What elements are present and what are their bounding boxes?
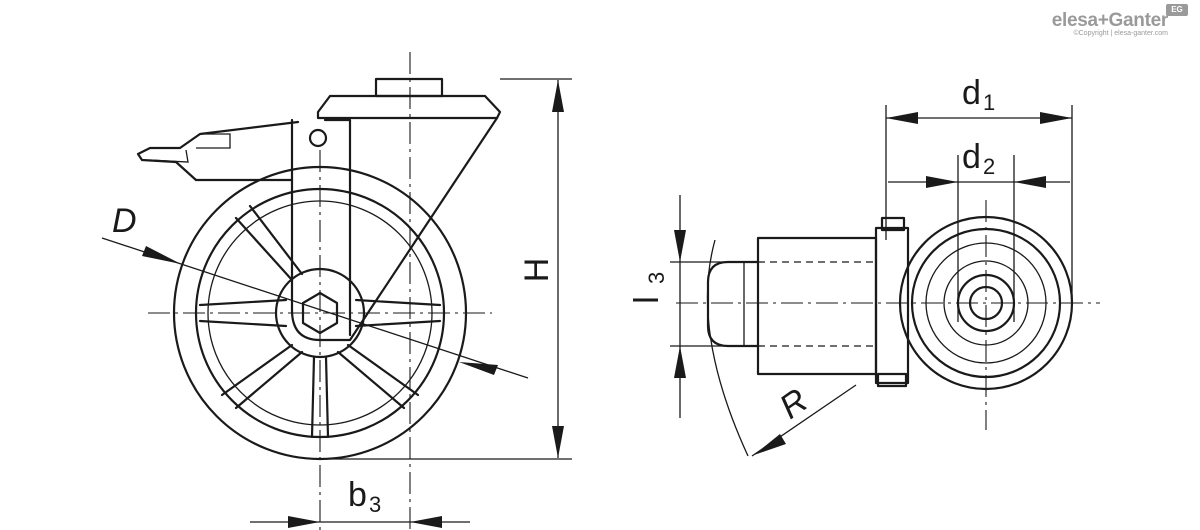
brake-pivot [308,128,328,148]
brake-lever [136,120,300,182]
dimension-D: D [101,202,529,379]
wheel-spokes [198,204,442,439]
label-D: D [112,202,137,240]
brand-copyright: ©Copyright | elesa-ganter.com [1073,30,1168,37]
bolt-bottom [876,372,908,388]
caster-side-view [136,77,502,461]
bolt-hole-boss [374,77,444,98]
bolt-top [880,216,906,232]
brake-pedal [149,149,189,163]
fork-plate [323,118,352,337]
dimension-l3: l 3 [628,195,756,418]
dimension-d1: d 1 [886,74,1072,124]
dimension-R: R [751,381,857,457]
label-d2: d [962,138,981,176]
label-H: H [518,258,556,283]
label-d1: d [962,74,981,112]
dimension-b3: b 3 [250,476,470,528]
housing-body [756,236,878,376]
label-l3: l [628,296,666,304]
label-b3-sub: 3 [369,492,381,517]
brake-lever-detail [196,133,231,149]
dimension-H: H [320,78,572,460]
left-centerlines [148,52,492,530]
label-R: R [773,381,815,426]
top-plate [316,94,502,120]
brand-badge: EG [1166,4,1188,16]
label-l3-sub: 3 [644,272,669,284]
label-b3: b [348,476,367,514]
right-centerlines [676,105,1100,430]
label-d2-sub: 2 [983,154,995,179]
brand-name: elesa+Ganter [1051,10,1169,31]
label-d1-sub: 1 [983,90,995,115]
fork-plate-front [874,226,910,385]
dimension-d2: d 2 [888,138,1070,188]
brand-logo: elesa+Ganter ©Copyright | elesa-ganter.c… [1051,4,1188,37]
caster-front-view [706,215,1074,457]
swivel-arc [706,239,749,457]
stem-cap [706,260,760,348]
